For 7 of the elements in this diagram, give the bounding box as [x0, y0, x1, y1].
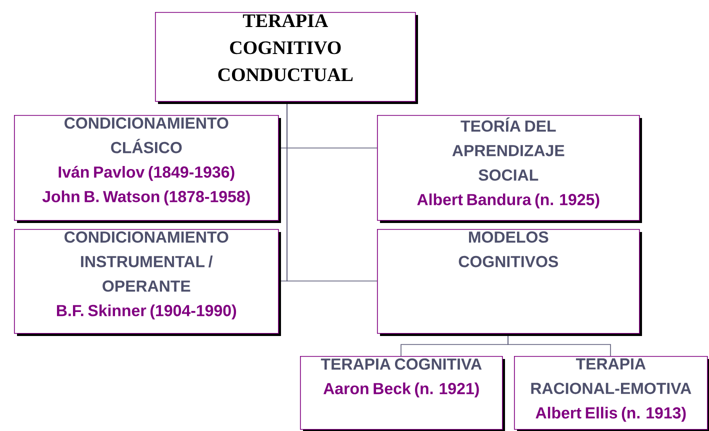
concept-box: CONDICIONAMIENTO CLÁSICO Iván Pavlov (1849-1936) John B. Watson (1878-1958): [14, 115, 281, 223]
concept-box: CONDICIONAMIENTO INSTRUMENTAL / OPERANTE B.F. Skinner (1904-1990): [14, 229, 281, 336]
concept-box: TERAPIA COGNITIVA Aaron Beck (n. 1921): [300, 356, 505, 431]
title-box: TERAPIA COGNITIVO CONDUCTUAL: [155, 12, 418, 104]
concept-box: TEORÍA DEL APRENDIZAJE SOCIAL Albert Bandura (n. 1925): [377, 115, 642, 223]
concept-box: TERAPIA RACIONAL-EMOTIVA Albert Ellis (n. 1913): [514, 356, 709, 431]
concept-box: MODELOS COGNITIVOS: [377, 229, 642, 336]
